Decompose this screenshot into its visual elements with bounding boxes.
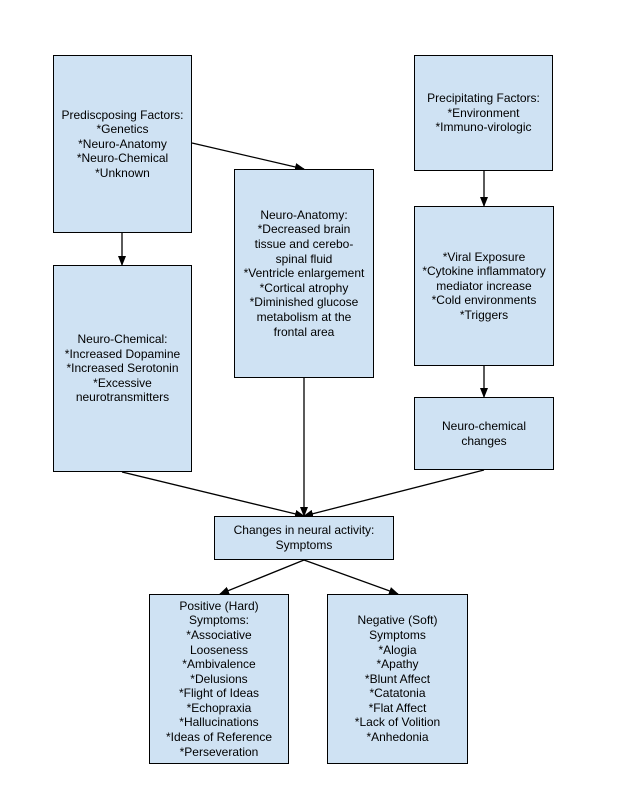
node-predisposing-factors: Prediscposing Factors: *Genetics *Neuro-… [53,55,192,233]
node-precipitating-factors: Precipitating Factors: *Environment *Imm… [414,55,553,171]
node-negative-symptoms: Negative (Soft) Symptoms *Alogia *Apathy… [327,594,468,764]
node-neuro-anatomy: Neuro-Anatomy: *Decreased brain tissue a… [234,169,374,378]
edge-predisposing-to-neuro-anatomy [191,142,305,171]
node-negative-symptoms-text: Negative (Soft) Symptoms *Alogia *Apathy… [354,613,441,745]
edge-neural-activity-to-negative [303,559,399,595]
edge-neuro-chem-changes-to-neural-activity [303,469,485,518]
node-neuro-chemical-changes-text: Neuro-chemical changes [441,418,527,448]
node-neuro-chemical-text: Neuro-Chemical: *Increased Dopamine *Inc… [64,332,181,405]
node-positive-symptoms: Positive (Hard) Symptoms: *Associative L… [149,594,289,764]
node-viral-exposure: *Viral Exposure *Cytokine inflammatory m… [414,206,554,366]
node-neuro-anatomy-text: Neuro-Anatomy: *Decreased brain tissue a… [243,207,365,339]
edge-neuro-chemical-to-neural-activity [121,471,305,518]
node-neuro-chemical-changes: Neuro-chemical changes [414,397,554,470]
node-precipitating-factors-text: Precipitating Factors: *Environment *Imm… [427,91,540,135]
node-viral-exposure-text: *Viral Exposure *Cytokine inflammatory m… [422,249,546,322]
edge-neural-activity-to-positive [219,559,305,595]
node-neural-activity-symptoms: Changes in neural activity: Symptoms [214,516,394,560]
node-positive-symptoms-text: Positive (Hard) Symptoms: *Associative L… [165,598,273,759]
node-neural-activity-symptoms-text: Changes in neural activity: Symptoms [233,523,375,552]
node-neuro-chemical: Neuro-Chemical: *Increased Dopamine *Inc… [53,265,192,472]
node-predisposing-factors-text: Prediscposing Factors: *Genetics *Neuro-… [61,107,184,180]
